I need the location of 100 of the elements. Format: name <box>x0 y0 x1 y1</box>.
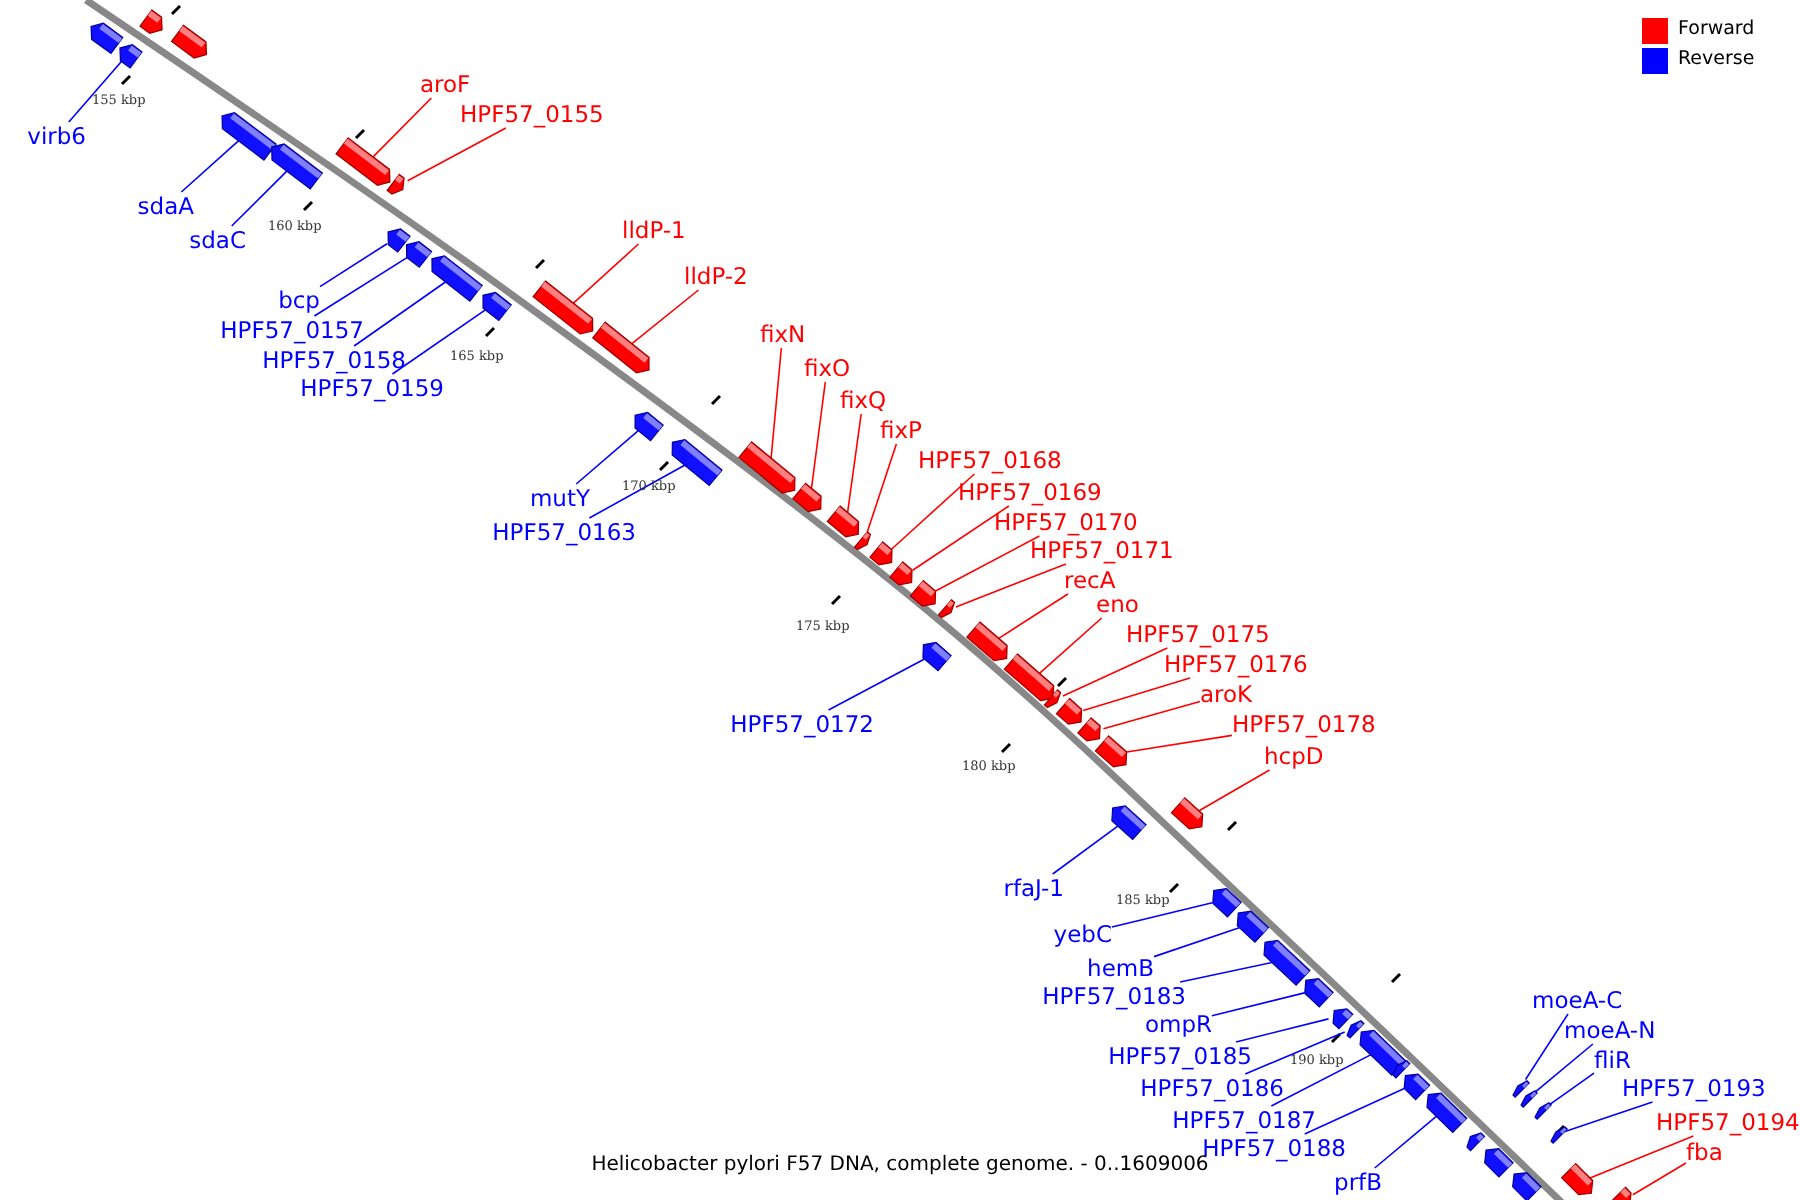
leader-line <box>866 443 898 533</box>
leader-line <box>827 658 926 711</box>
gene-feature <box>937 598 956 619</box>
gene-label: HPF57_0170 <box>994 508 1138 536</box>
leader-line <box>810 381 827 490</box>
leader-line <box>770 347 783 459</box>
gene-feature <box>671 438 723 487</box>
leader-line <box>1153 926 1241 958</box>
leader-line <box>1549 1072 1595 1105</box>
gene-label: hcpD <box>1264 742 1324 770</box>
gene-feature <box>1212 887 1242 918</box>
gene-label: aroK <box>1200 680 1253 708</box>
gene-label: ompR <box>1144 1010 1212 1038</box>
leader-line <box>372 97 433 158</box>
gene-label: hemB <box>1087 954 1154 982</box>
gene-feature <box>1426 1092 1468 1134</box>
gene-feature <box>591 321 650 374</box>
leader-line <box>391 309 487 375</box>
gene-feature <box>1332 1008 1354 1030</box>
leader-line <box>1111 902 1214 928</box>
gene-feature <box>405 241 433 269</box>
gene-label: fba <box>1686 1138 1723 1166</box>
gene-feature <box>1043 689 1062 709</box>
gene-feature <box>1520 1090 1538 1109</box>
gene-feature <box>1484 1148 1514 1178</box>
gene-feature <box>1055 697 1083 725</box>
gene-feature <box>119 44 143 69</box>
leader-line <box>934 535 1041 592</box>
gene-feature <box>634 411 664 442</box>
gene-feature <box>139 9 163 34</box>
leader-line <box>955 563 1067 608</box>
leader-line <box>998 593 1069 640</box>
gene-label: fliR <box>1594 1046 1631 1074</box>
gene-label: lldP-2 <box>684 262 748 290</box>
leader-line <box>1534 1043 1594 1093</box>
gene-feature <box>1403 1073 1431 1101</box>
gene-label: HPF57_0185 <box>1108 1042 1252 1070</box>
gene-feature <box>1466 1132 1486 1152</box>
gene-label: prfB <box>1334 1168 1382 1196</box>
leader-line <box>406 127 507 182</box>
gene-feature <box>90 22 124 55</box>
gene-label: moeA-N <box>1564 1016 1656 1044</box>
leader-line <box>1524 1013 1569 1081</box>
gene-feature <box>335 137 391 186</box>
gene-feature <box>532 280 594 335</box>
leader-line <box>1632 1162 1687 1196</box>
gene-label: aroF <box>420 70 471 98</box>
gene-label: mutY <box>529 484 590 512</box>
gene-label: moeA-C <box>1532 986 1623 1014</box>
gene-feature <box>1003 653 1055 702</box>
gene-label: HPF57_0178 <box>1232 710 1376 738</box>
leader-line <box>353 281 447 347</box>
gene-label: HPF57_0168 <box>918 446 1062 474</box>
gene-feature <box>170 24 208 59</box>
gene-label: HPF57_0193 <box>1622 1074 1766 1102</box>
leader-line <box>68 60 123 123</box>
gene-feature <box>1111 805 1147 841</box>
gene-feature <box>1077 717 1101 742</box>
leader-line <box>180 140 240 193</box>
gene-label: HPF57_0187 <box>1172 1106 1316 1134</box>
gene-feature <box>1170 797 1204 830</box>
gene-feature <box>271 143 324 190</box>
gene-label: HPF57_0183 <box>1042 982 1186 1010</box>
gene-feature <box>1512 1080 1530 1099</box>
gene-label: fixN <box>760 320 806 348</box>
gene-label: HPF57_0194 <box>1656 1108 1800 1136</box>
gene-label: rfaJ-1 <box>1003 874 1064 902</box>
gene-feature <box>482 291 513 322</box>
leader-line <box>911 505 1010 572</box>
gene-feature <box>431 255 484 302</box>
gene-label: HPF57_0186 <box>1140 1074 1284 1102</box>
gene-feature <box>1094 735 1128 768</box>
gene-label: sdaA <box>137 192 194 220</box>
gene-label: HPF57_0157 <box>220 316 364 344</box>
gene-label: recA <box>1064 566 1116 594</box>
gene-label: fixP <box>880 416 922 444</box>
gene-feature <box>1304 977 1334 1008</box>
gene-label: yebC <box>1053 920 1112 948</box>
gene-feature <box>1263 939 1311 986</box>
gene-label: HPF57_0172 <box>730 710 874 738</box>
gene-feature <box>1550 1126 1568 1145</box>
gene-label: fixQ <box>840 386 887 414</box>
leader-line <box>572 243 640 304</box>
gene-label: bcp <box>278 286 320 314</box>
leader-line <box>1244 1031 1346 1075</box>
leader-line <box>631 289 700 345</box>
leader-line <box>1270 1054 1372 1107</box>
gene-feature <box>826 505 860 538</box>
leader-line <box>588 464 686 519</box>
gene-feature <box>869 541 893 566</box>
leader-line <box>1235 1018 1330 1043</box>
gene-label: HPF57_0158 <box>262 346 406 374</box>
leader-line <box>1126 734 1233 753</box>
gene-label: HPF57_0176 <box>1164 650 1308 678</box>
leader-line <box>313 256 408 317</box>
gene-label: HPF57_0171 <box>1030 536 1174 564</box>
gene-label: HPF57_0175 <box>1126 620 1270 648</box>
legend-label: Forward <box>1678 18 1755 40</box>
gene-label: fixO <box>804 354 851 382</box>
leader-line <box>575 429 640 485</box>
